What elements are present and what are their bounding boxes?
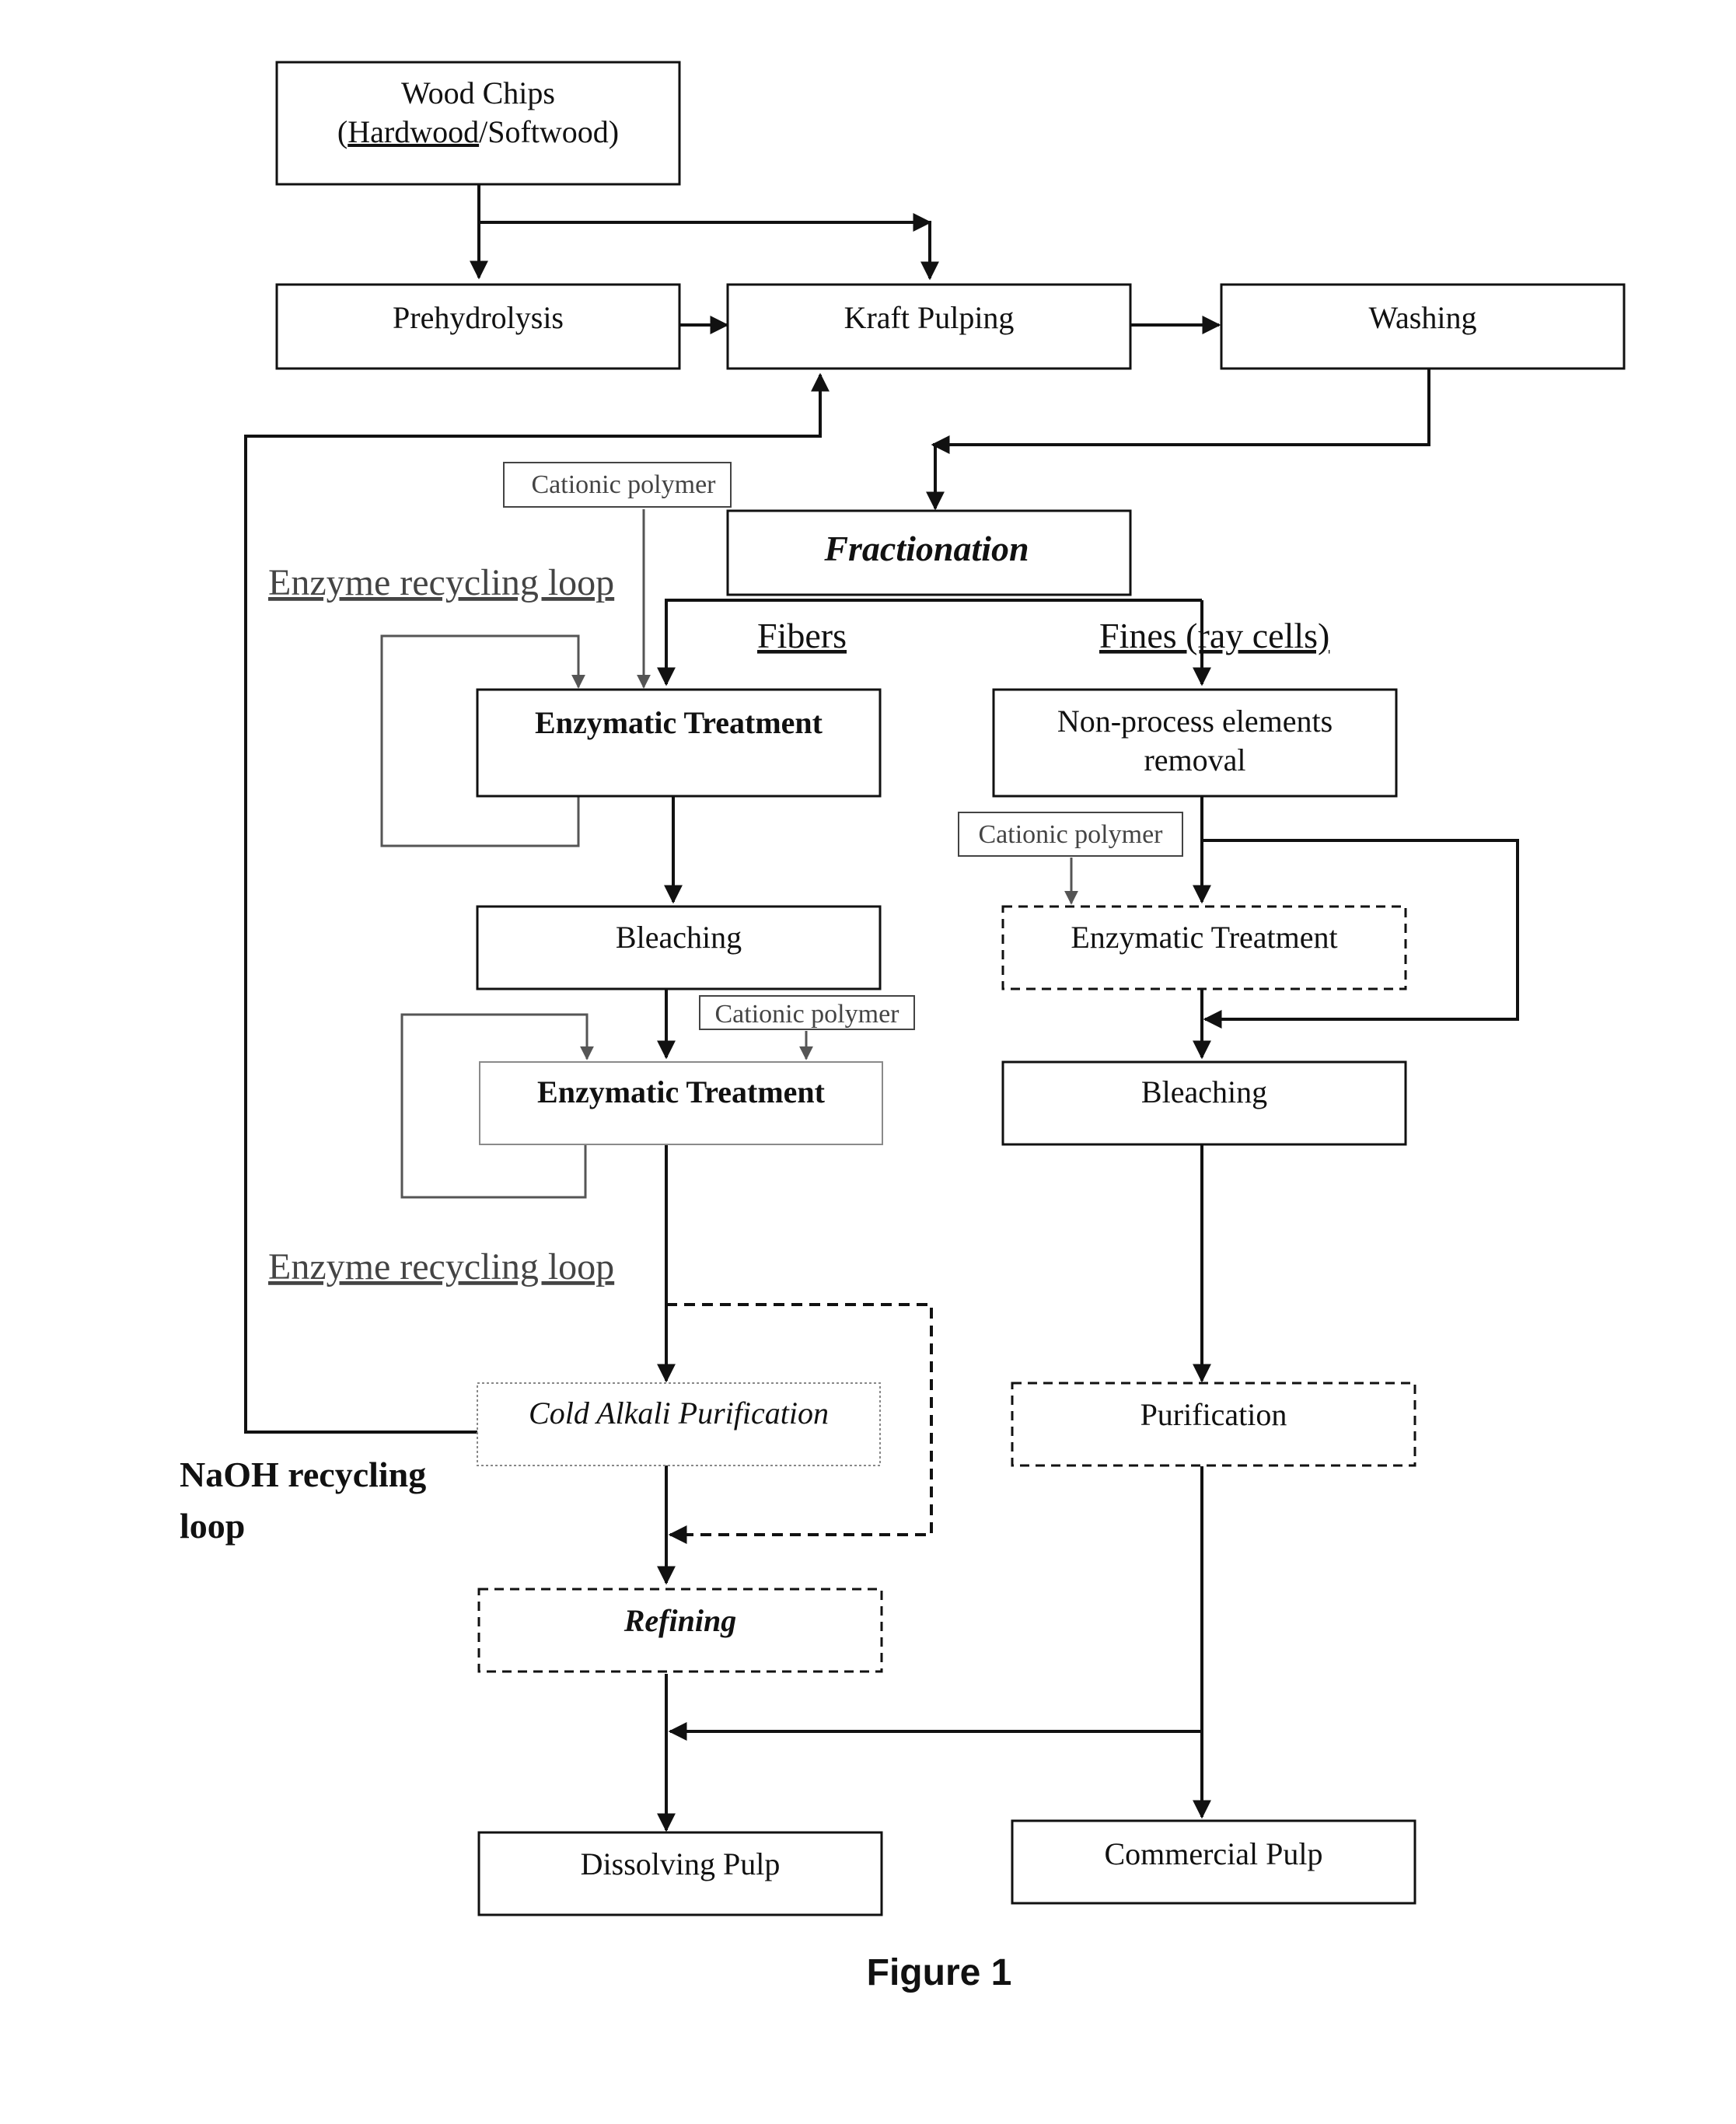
cationic-polymer-1-label: Cationic polymer bbox=[531, 470, 716, 499]
cold-alkali-label: Cold Alkali Purification bbox=[529, 1396, 829, 1431]
node-purification: Purification bbox=[1012, 1383, 1415, 1465]
arrow-washing-to-fractionation bbox=[933, 369, 1429, 445]
node-bleaching-fines: Bleaching bbox=[1003, 1062, 1406, 1144]
node-commercial-pulp: Commercial Pulp bbox=[1012, 1821, 1415, 1903]
purification-label: Purification bbox=[1140, 1397, 1287, 1432]
node-fractionation: Fractionation bbox=[728, 511, 1130, 595]
node-enzymatic-treatment-2: Enzymatic Treatment bbox=[480, 1062, 882, 1144]
bleaching-fibers-label: Bleaching bbox=[616, 920, 742, 955]
node-cold-alkali-purification: Cold Alkali Purification bbox=[477, 1383, 880, 1465]
cationic-polymer-3-label: Cationic polymer bbox=[714, 1000, 899, 1029]
cationic-polymer-tag-2: Cationic polymer bbox=[959, 812, 1182, 856]
node-prehydrolysis: Prehydrolysis bbox=[277, 285, 679, 369]
wood-chips-sublabel: (Hardwood/Softwood) bbox=[337, 114, 619, 149]
enzymatic-treatment-2-label: Enzymatic Treatment bbox=[537, 1074, 826, 1109]
arrow-woodchips-to-kraft bbox=[479, 222, 930, 278]
kraft-pulping-label: Kraft Pulping bbox=[844, 300, 1015, 335]
naoh-recycling-loop-label-line1: NaOH recycling bbox=[180, 1455, 426, 1494]
node-dissolving-pulp: Dissolving Pulp bbox=[479, 1832, 882, 1915]
commercial-pulp-label: Commercial Pulp bbox=[1104, 1836, 1322, 1871]
enzyme-recycling-loop-label-2: Enzyme recycling loop bbox=[268, 1246, 614, 1287]
node-enzymatic-treatment-fines: Enzymatic Treatment bbox=[1003, 907, 1406, 989]
washing-label: Washing bbox=[1369, 300, 1477, 335]
cationic-polymer-tag-3: Cationic polymer bbox=[700, 996, 914, 1029]
figure-caption: Figure 1 bbox=[867, 1952, 1012, 1993]
node-washing: Washing bbox=[1221, 285, 1624, 369]
refining-label: Refining bbox=[623, 1603, 736, 1638]
naoh-recycling-loop-label-line2: loop bbox=[180, 1506, 245, 1546]
cationic-polymer-2-label: Cationic polymer bbox=[978, 820, 1163, 849]
node-kraft-pulping: Kraft Pulping bbox=[728, 285, 1130, 369]
fractionation-label: Fractionation bbox=[823, 529, 1029, 568]
node-bleaching-fibers: Bleaching bbox=[477, 907, 880, 989]
node-non-process-removal: Non-process elements removal bbox=[994, 690, 1396, 796]
node-enzymatic-treatment-1: Enzymatic Treatment bbox=[477, 690, 880, 796]
prehydrolysis-label: Prehydrolysis bbox=[393, 300, 564, 335]
dissolving-pulp-label: Dissolving Pulp bbox=[581, 1846, 781, 1881]
non-process-label-line1: Non-process elements bbox=[1057, 704, 1333, 739]
enzymatic-treatment-fines-label: Enzymatic Treatment bbox=[1071, 920, 1337, 955]
enzyme-recycling-loop-label-1: Enzyme recycling loop bbox=[268, 562, 614, 603]
fines-label: Fines (ray cells) bbox=[1099, 616, 1329, 655]
wood-chips-label: Wood Chips bbox=[401, 75, 555, 110]
bleaching-fines-label: Bleaching bbox=[1141, 1074, 1267, 1109]
fibers-label: Fibers bbox=[757, 616, 847, 655]
node-wood-chips: Wood Chips (Hardwood/Softwood) bbox=[277, 62, 679, 184]
enzymatic-treatment-1-label: Enzymatic Treatment bbox=[535, 705, 823, 740]
node-refining: Refining bbox=[479, 1589, 882, 1672]
cationic-polymer-tag-1: Cationic polymer bbox=[504, 463, 731, 507]
non-process-label-line2: removal bbox=[1144, 742, 1245, 777]
